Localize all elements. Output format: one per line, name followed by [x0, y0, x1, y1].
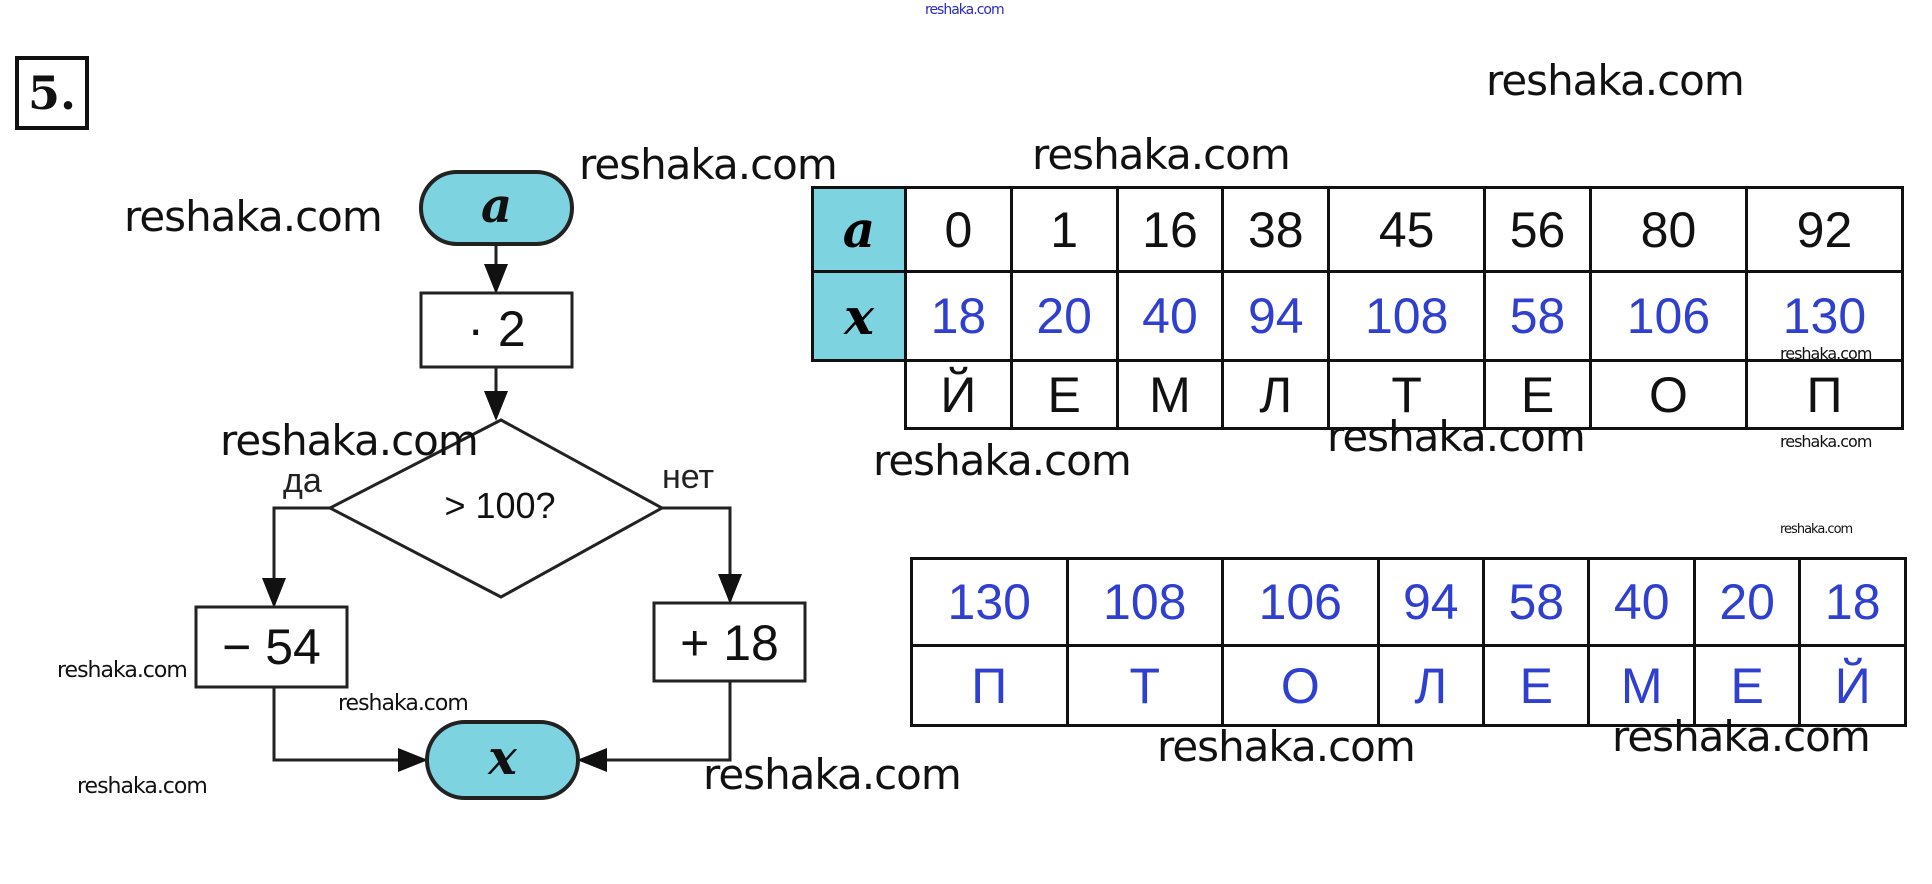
row-x-header: x	[811, 270, 907, 362]
watermark: reshaka.com	[873, 436, 1132, 485]
plus-label: + 18	[680, 615, 779, 671]
answer-letter-cell: О	[1221, 644, 1380, 727]
watermark: reshaka.com	[579, 140, 838, 189]
x-value-cell: 20	[1009, 270, 1119, 362]
sorted-number-cell: 130	[910, 557, 1069, 647]
sorted-number-cell: 20	[1692, 557, 1802, 647]
start-label: a	[480, 178, 513, 234]
watermark: reshaka.com	[1032, 130, 1291, 179]
end-terminal	[425, 720, 580, 800]
row-a-header: a	[811, 186, 907, 273]
sorted-number-cell: 58	[1482, 557, 1591, 647]
letter-cell: Л	[1221, 359, 1331, 430]
x-value-cell: 40	[1115, 270, 1225, 362]
condition-diamond	[326, 418, 666, 599]
watermark: reshaka.com	[1780, 344, 1872, 363]
task-number: 5.	[15, 56, 89, 130]
letter-cell: Т	[1327, 359, 1487, 430]
sorted-number-cell: 18	[1798, 557, 1907, 647]
answer-letter-cell: П	[910, 644, 1069, 727]
condition-label: > 100?	[444, 485, 556, 526]
letter-cell: М	[1115, 359, 1225, 430]
sorted-number-cell: 108	[1065, 557, 1225, 647]
no-label: нет	[662, 458, 715, 496]
x-value-cell: 108	[1327, 270, 1487, 362]
sorted-number-cell: 94	[1376, 557, 1486, 647]
x-value-cell: 58	[1483, 270, 1592, 362]
a-value-cell: 16	[1115, 186, 1225, 273]
sorted-number-cell: 106	[1221, 557, 1380, 647]
x-value-cell: 130	[1744, 270, 1905, 362]
a-value-cell: 0	[904, 186, 1013, 273]
a-value-cell: 45	[1327, 186, 1487, 273]
watermark: reshaka.com	[1486, 56, 1745, 105]
answer-letter-cell: Л	[1376, 644, 1486, 727]
a-value-cell: 80	[1588, 186, 1748, 273]
yes-label: да	[283, 462, 322, 500]
watermark: reshaka.com	[220, 416, 479, 465]
watermark: reshaka.com	[1612, 712, 1871, 761]
answer-letter-cell: Е	[1692, 644, 1802, 727]
answer-letter-cell: Е	[1482, 644, 1591, 727]
watermark: reshaka.com	[1780, 522, 1853, 537]
watermark: reshaka.com	[703, 750, 962, 799]
minus-label: − 54	[222, 619, 321, 675]
watermark: reshaka.com	[1780, 432, 1872, 451]
watermark: reshaka.com	[1327, 412, 1586, 461]
watermark: reshaka.com	[57, 658, 188, 683]
x-value-cell: 106	[1588, 270, 1748, 362]
a-value-cell: 38	[1221, 186, 1331, 273]
watermark: reshaka.com	[124, 192, 383, 241]
watermark: reshaka.com	[77, 774, 208, 799]
watermark: reshaka.com	[1157, 722, 1416, 771]
letter-cell: П	[1744, 359, 1905, 430]
end-label: x	[488, 730, 517, 786]
a-value-cell: 1	[1009, 186, 1119, 273]
letter-cell: Е	[1483, 359, 1592, 430]
sorted-number-cell: 40	[1587, 557, 1696, 647]
a-value-cell: 56	[1483, 186, 1592, 273]
multiply-label: · 2	[467, 301, 526, 357]
x-value-cell: 18	[904, 270, 1013, 362]
x-value-cell: 94	[1221, 270, 1331, 362]
a-value-cell: 92	[1744, 186, 1905, 273]
empty-cell	[813, 361, 906, 429]
watermark: reshaka.com	[925, 2, 1005, 18]
answer-letter-cell: Й	[1798, 644, 1907, 727]
letter-cell: Й	[904, 359, 1013, 430]
letter-cell: О	[1588, 359, 1748, 430]
answer-letter-cell: М	[1587, 644, 1696, 727]
watermark: reshaka.com	[338, 691, 469, 716]
letter-cell: Е	[1009, 359, 1119, 430]
minus-box	[194, 605, 349, 689]
answer-letter-cell: Т	[1065, 644, 1225, 727]
